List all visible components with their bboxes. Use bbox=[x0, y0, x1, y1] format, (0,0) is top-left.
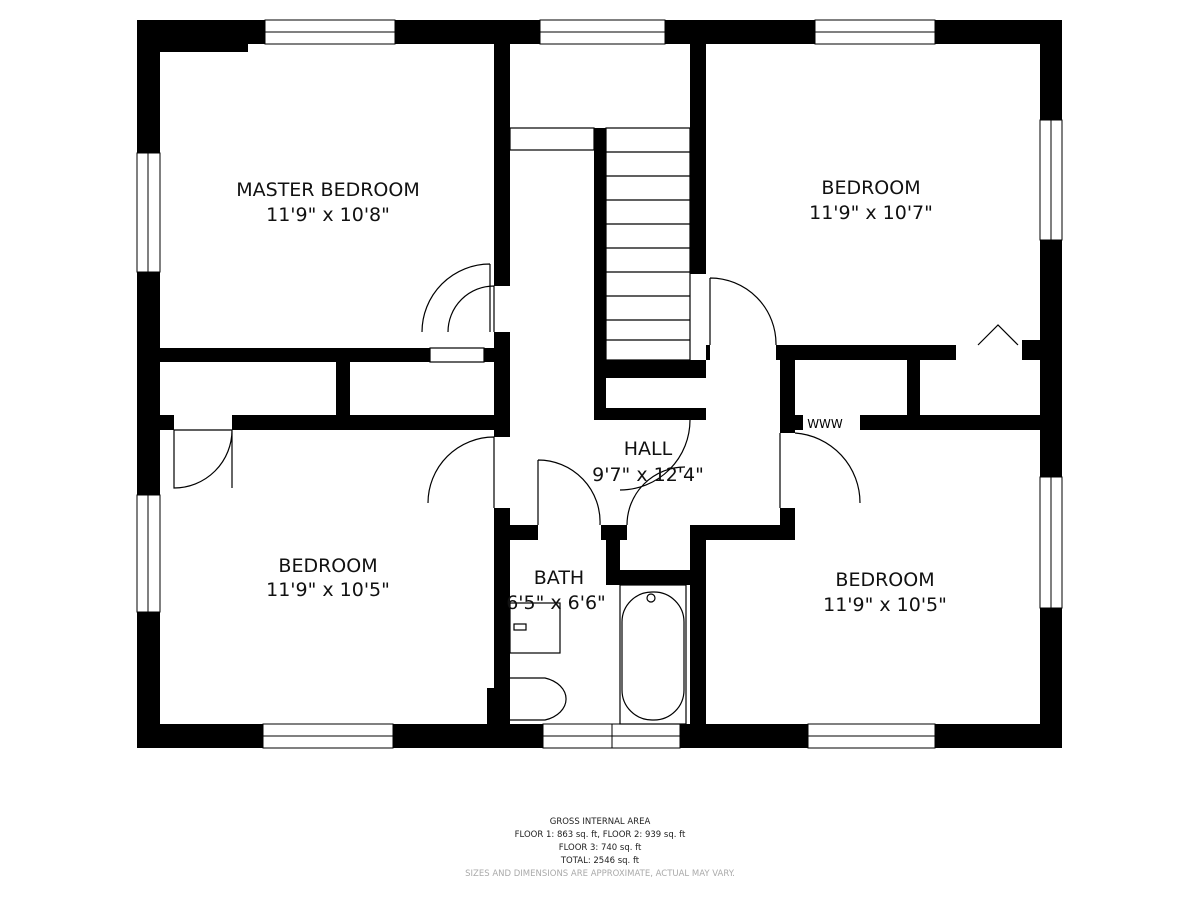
bedroom-ne-size: 11'9" x 10'7" bbox=[809, 202, 933, 224]
area-title: GROSS INTERNAL AREA bbox=[550, 817, 651, 827]
bath-size: 6'5" x 6'6" bbox=[506, 592, 606, 614]
area-floors-1-2: FLOOR 1: 863 sq. ft, FLOOR 2: 939 sq. ft bbox=[515, 830, 686, 840]
bedroom-ne-name: BEDROOM bbox=[821, 177, 920, 199]
disclaimer: SIZES AND DIMENSIONS ARE APPROXIMATE, AC… bbox=[465, 869, 735, 879]
bath-name: BATH bbox=[534, 567, 584, 589]
windows bbox=[136, 19, 1063, 749]
bedroom-se-name: BEDROOM bbox=[835, 569, 934, 591]
walls bbox=[137, 20, 1062, 748]
bedroom-sw-name: BEDROOM bbox=[278, 555, 377, 577]
stairs bbox=[509, 127, 691, 361]
bedroom-sw-size: 11'9" x 10'5" bbox=[266, 579, 390, 601]
toilet bbox=[510, 677, 567, 721]
master-bedroom-size: 11'9" x 10'8" bbox=[266, 204, 390, 226]
doors: WWW bbox=[173, 263, 1019, 526]
bedroom-se-size: 11'9" x 10'5" bbox=[823, 594, 947, 616]
area-total: TOTAL: 2546 sq. ft bbox=[560, 856, 640, 866]
area-summary: GROSS INTERNAL AREA FLOOR 1: 863 sq. ft,… bbox=[465, 817, 735, 879]
hall-size: 9'7" x 12'4" bbox=[592, 464, 704, 486]
hall-name: HALL bbox=[624, 438, 673, 460]
bathtub bbox=[621, 591, 685, 721]
area-floor-3: FLOOR 3: 740 sq. ft bbox=[559, 843, 642, 853]
sink bbox=[509, 602, 561, 654]
svg-text:WWW: WWW bbox=[807, 417, 843, 431]
bath-fixtures bbox=[509, 584, 687, 725]
master-bedroom-name: MASTER BEDROOM bbox=[236, 179, 419, 201]
room-labels: MASTER BEDROOM 11'9" x 10'8" BEDROOM 11'… bbox=[236, 177, 947, 616]
